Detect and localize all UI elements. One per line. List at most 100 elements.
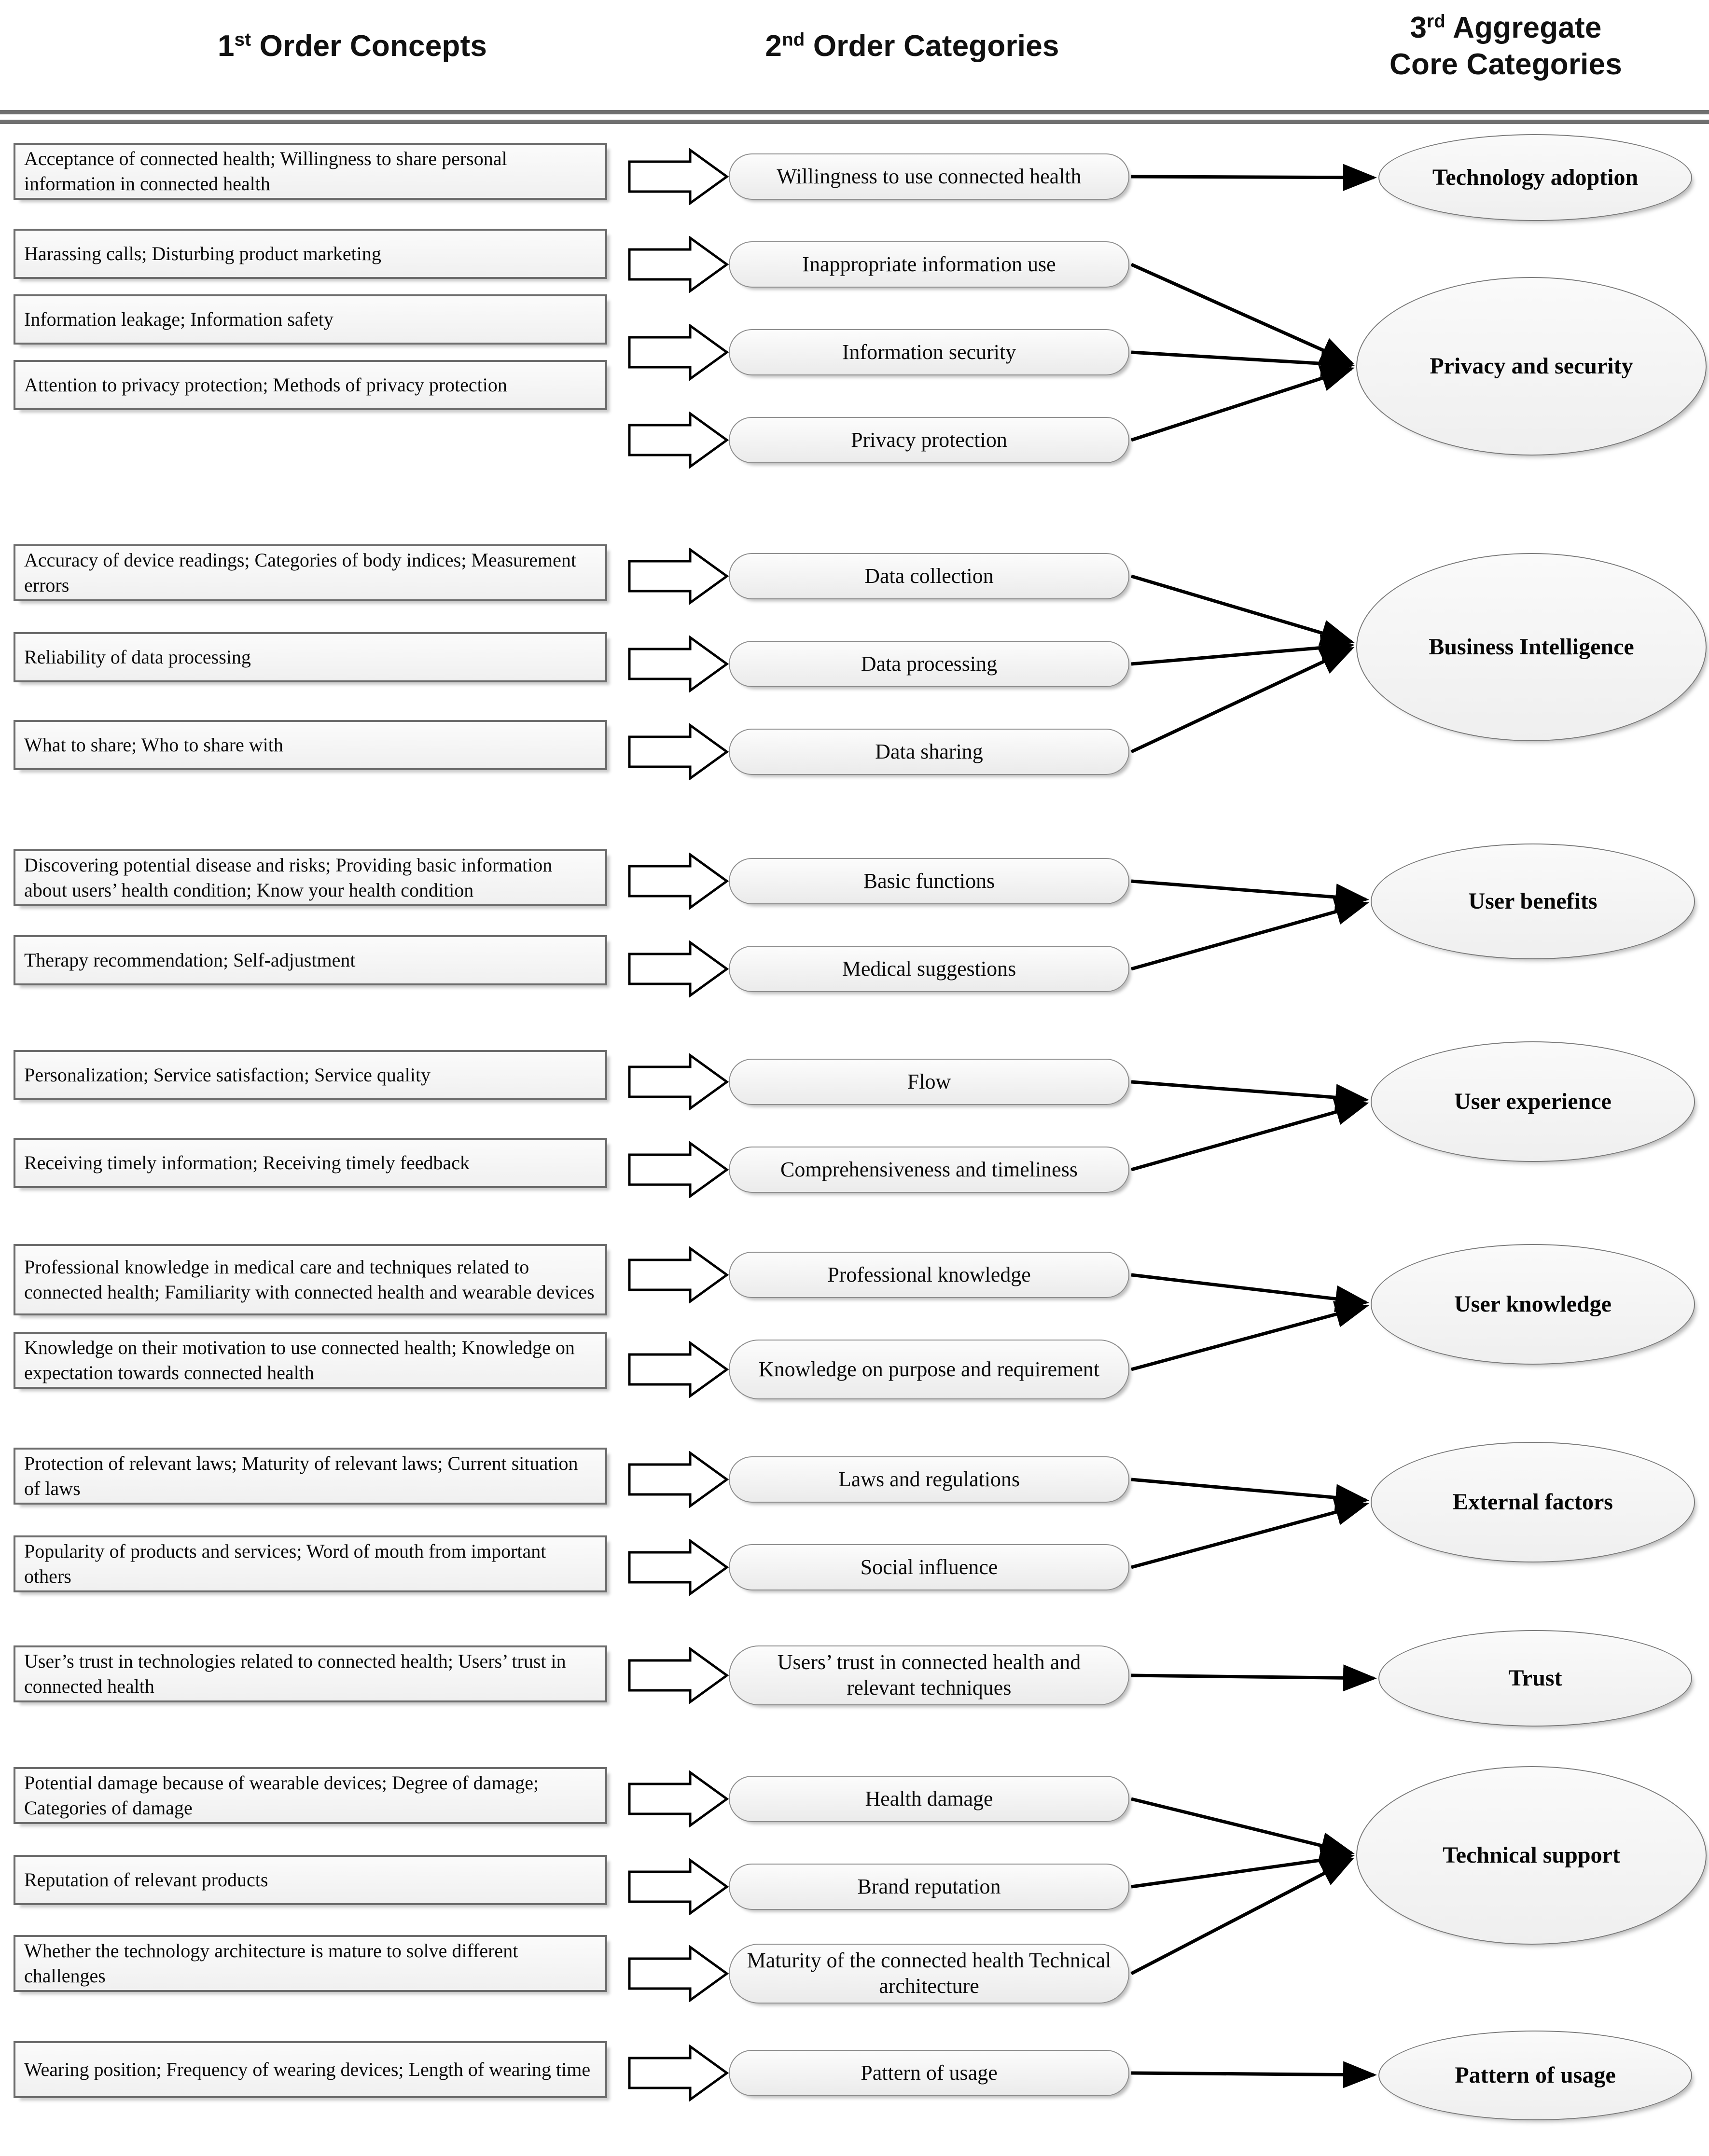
- second-order-category-box: Laws and regulations: [729, 1456, 1129, 1503]
- aggregate-core-category-ellipse: Business Intelligence: [1356, 553, 1707, 741]
- second-order-category-box: Willingness to use connected health: [729, 153, 1129, 200]
- second-order-category-text: Privacy protection: [851, 428, 1007, 452]
- second-order-category-box: Data processing: [729, 641, 1129, 687]
- block-arrow-icon: [627, 1647, 729, 1704]
- first-order-concept-text: User’s trust in technologies related to …: [24, 1650, 566, 1697]
- second-order-category-text: Medical suggestions: [842, 956, 1016, 981]
- second-order-category-text: Flow: [907, 1069, 951, 1093]
- second-order-category-box: Professional knowledge: [729, 1252, 1129, 1298]
- second-order-category-box: Health damage: [729, 1776, 1129, 1822]
- second-order-category-box: Flow: [729, 1059, 1129, 1105]
- first-order-concept-text: Therapy recommendation; Self-adjustment: [24, 949, 356, 971]
- header1-suffix: st: [234, 29, 251, 50]
- link-soc11-acc5: [1131, 1099, 1369, 1172]
- second-order-category-text: Data sharing: [875, 739, 983, 763]
- second-order-category-text: Maturity of the connected health Technic…: [747, 1949, 1112, 1998]
- header3-line2: Core Categories: [1389, 47, 1622, 81]
- first-order-concept-text: Discovering potential disease and risks;…: [24, 854, 553, 901]
- first-order-concept-box: Receiving timely information; Receiving …: [14, 1138, 607, 1188]
- first-order-concept-text: Popularity of products and services; Wor…: [24, 1540, 546, 1587]
- second-order-category-text: Users’ trust in connected health and rel…: [777, 1650, 1081, 1700]
- first-order-concept-box: Professional knowledge in medical care a…: [14, 1244, 607, 1315]
- first-order-concept-text: Wearing position; Frequency of wearing d…: [24, 2059, 591, 2080]
- link-soc4-acc2: [1130, 365, 1355, 442]
- column-header-aggregate: 3rd Aggregate Core Categories: [1298, 10, 1709, 83]
- first-order-concept-box: Information leakage; Information safety: [14, 294, 607, 345]
- header-divider-top: [0, 110, 1709, 114]
- second-order-category-text: Knowledge on purpose and requirement: [758, 1357, 1100, 1381]
- block-arrow-icon: [627, 548, 729, 605]
- second-order-category-text: Data processing: [861, 651, 998, 676]
- first-order-concept-box: Reliability of data processing: [14, 632, 607, 682]
- block-arrow-icon: [627, 412, 729, 469]
- aggregate-core-category-text: User experience: [1454, 1089, 1612, 1115]
- link-soc15-acc7: [1131, 1499, 1369, 1569]
- second-order-category-box: Users’ trust in connected health and rel…: [729, 1645, 1129, 1705]
- first-order-concept-box: User’s trust in technologies related to …: [14, 1645, 607, 1702]
- block-arrow-icon: [627, 1945, 729, 2002]
- link-soc17-acc9: [1131, 1797, 1355, 1859]
- block-arrow-icon: [627, 1141, 729, 1198]
- block-arrow-icon: [627, 636, 729, 692]
- second-order-category-box: Basic functions: [729, 858, 1129, 904]
- second-order-category-box: Inappropriate information use: [729, 241, 1129, 288]
- header3-ordinal: 3: [1410, 11, 1427, 44]
- first-order-concept-box: Discovering potential disease and risks;…: [14, 849, 607, 906]
- first-order-concept-box: Protection of relevant laws; Maturity of…: [14, 1448, 607, 1505]
- first-order-concept-text: Acceptance of connected health; Willingn…: [24, 148, 507, 194]
- second-order-category-text: Willingness to use connected health: [777, 164, 1082, 188]
- second-order-category-text: Basic functions: [863, 869, 995, 893]
- link-soc20-acc10: [1131, 2061, 1377, 2088]
- aggregate-core-category-ellipse: Privacy and security: [1356, 277, 1707, 456]
- aggregate-core-category-text: Technology adoption: [1432, 165, 1639, 191]
- link-soc10-acc5: [1131, 1080, 1369, 1111]
- header2-suffix: nd: [782, 29, 805, 50]
- first-order-concept-box: Harassing calls; Disturbing product mark…: [14, 229, 607, 279]
- second-order-category-text: Professional knowledge: [827, 1262, 1031, 1286]
- block-arrow-icon: [627, 1053, 729, 1110]
- first-order-concept-box: Wearing position; Frequency of wearing d…: [14, 2041, 607, 2098]
- aggregate-core-category-text: Technical support: [1443, 1842, 1620, 1868]
- link-soc7-acc3: [1130, 647, 1355, 754]
- aggregate-core-category-ellipse: User knowledge: [1371, 1244, 1695, 1365]
- link-soc1-acc1: [1131, 164, 1377, 191]
- second-order-category-text: Brand reputation: [857, 1874, 1001, 1898]
- second-order-category-box: Pattern of usage: [729, 2050, 1129, 2096]
- first-order-concept-box: Attention to privacy protection; Methods…: [14, 360, 607, 410]
- first-order-concept-box: Therapy recommendation; Self-adjustment: [14, 935, 607, 985]
- block-arrow-icon: [627, 1451, 729, 1508]
- aggregate-core-category-ellipse: User experience: [1371, 1041, 1695, 1162]
- first-order-concept-text: Attention to privacy protection; Methods…: [24, 374, 507, 396]
- block-arrow-icon: [627, 148, 729, 205]
- first-order-concept-text: Professional knowledge in medical care a…: [24, 1256, 595, 1303]
- first-order-concept-box: Accuracy of device readings; Categories …: [14, 544, 607, 601]
- link-soc5-acc3: [1130, 574, 1355, 646]
- link-soc19-acc9: [1130, 1857, 1355, 1976]
- second-order-category-text: Pattern of usage: [861, 2060, 998, 2085]
- block-arrow-icon: [627, 324, 729, 381]
- aggregate-core-category-text: External factors: [1453, 1489, 1613, 1515]
- header1-ordinal: 1: [217, 29, 235, 63]
- block-arrow-icon: [627, 2045, 729, 2101]
- first-order-concept-text: Reputation of relevant products: [24, 1869, 268, 1891]
- first-order-concept-text: Harassing calls; Disturbing product mark…: [24, 243, 381, 264]
- block-arrow-icon: [627, 1539, 729, 1596]
- first-order-concept-text: Reliability of data processing: [24, 646, 251, 668]
- second-order-category-text: Inappropriate information use: [802, 252, 1056, 276]
- second-order-category-box: Privacy protection: [729, 417, 1129, 463]
- second-order-category-box: Data collection: [729, 553, 1129, 599]
- first-order-concept-box: What to share; Who to share with: [14, 720, 607, 770]
- link-soc16-acc8: [1131, 1664, 1377, 1692]
- block-arrow-icon: [627, 723, 729, 780]
- block-arrow-icon: [627, 236, 729, 293]
- first-order-concept-box: Whether the technology architecture is m…: [14, 1935, 607, 1992]
- link-soc9-acc4: [1131, 898, 1369, 971]
- second-order-category-box: Data sharing: [729, 729, 1129, 775]
- second-order-category-text: Health damage: [865, 1786, 993, 1810]
- block-arrow-icon: [627, 940, 729, 997]
- first-order-concept-text: Whether the technology architecture is m…: [24, 1940, 518, 1987]
- first-order-concept-box: Reputation of relevant products: [14, 1855, 607, 1905]
- second-order-category-box: Information security: [729, 329, 1129, 375]
- second-order-category-text: Data collection: [864, 564, 994, 588]
- aggregate-core-category-text: Trust: [1508, 1665, 1562, 1691]
